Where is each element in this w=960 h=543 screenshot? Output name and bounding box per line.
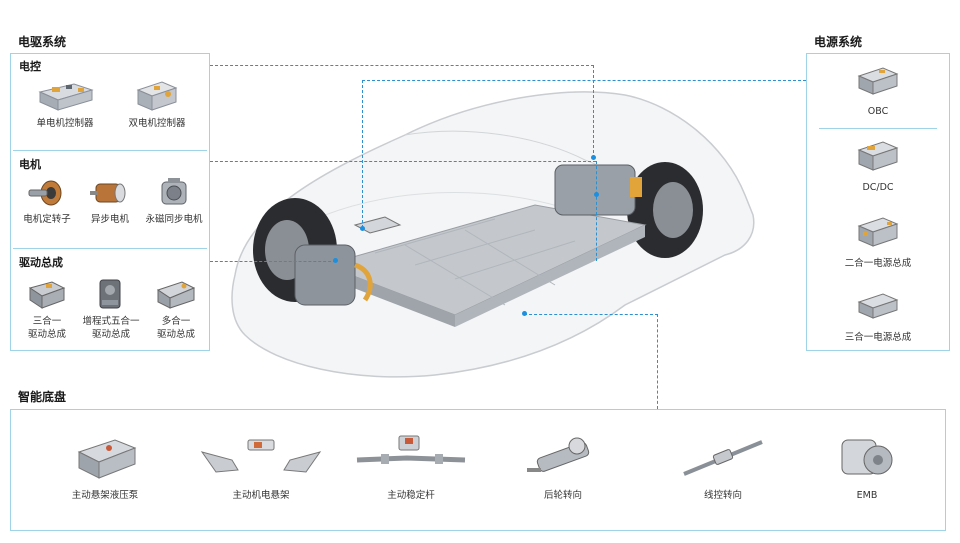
connector-dot	[360, 226, 365, 231]
divider	[13, 150, 207, 151]
connector-line	[524, 314, 658, 315]
chassis-item-label: EMB	[856, 490, 878, 501]
power-item-two-in-one[interactable]: 二合一电源总成	[809, 210, 947, 270]
obc-icon	[857, 67, 899, 95]
motor-item-label: 异步电机	[90, 214, 129, 225]
power-item-obc[interactable]: OBC	[809, 62, 947, 118]
dual-motor-controller-icon	[136, 81, 178, 111]
controller-item-label: 单电机控制器	[36, 118, 94, 129]
power-supply-title: 电源系统	[814, 35, 863, 49]
chassis-title: 智能底盘	[18, 390, 67, 404]
connector-line	[593, 65, 594, 158]
motor-stator-rotor-icon	[28, 180, 62, 206]
two-in-one-power-icon	[857, 217, 899, 247]
divider	[13, 248, 207, 249]
rear-drive-unit	[554, 164, 636, 216]
connector-dot	[333, 258, 338, 263]
chassis-item-pump[interactable]: 主动悬架液压泵	[45, 430, 165, 502]
connector-line	[210, 65, 594, 66]
motor-item-pm[interactable]: 永磁同步电机	[139, 176, 209, 226]
connector-line	[362, 80, 806, 81]
front-drive-unit	[294, 244, 356, 306]
chassis-panel: 主动悬架液压泵 主动机电悬架 主动稳定杆 后轮转向 线控转	[10, 409, 946, 531]
controller-item-single[interactable]: 单电机控制器	[23, 78, 107, 130]
range-extender-five-in-one-icon	[99, 279, 121, 309]
assembly-item-multi[interactable]: 多合一 驱动总成	[143, 276, 209, 341]
chassis-item-stabilizer[interactable]: 主动稳定杆	[341, 430, 481, 502]
connector-dot	[522, 311, 527, 316]
assembly-item-line2: 驱动总成	[27, 329, 66, 340]
dcdc-icon	[857, 141, 899, 171]
power-item-label: 三合一电源总成	[844, 332, 912, 343]
assembly-item-five[interactable]: 增程式五合一 驱动总成	[75, 276, 147, 341]
connector-line	[596, 161, 597, 261]
electric-drive-panel: 电控 单电机控制器 双电机控制器 电机 电机定转子	[10, 53, 210, 351]
chassis-item-electromech[interactable]: 主动机电悬架	[191, 430, 331, 502]
motor-item-label: 电机定转子	[23, 214, 71, 225]
power-item-three-in-one[interactable]: 三合一电源总成	[809, 284, 947, 344]
assembly-title: 驱动总成	[19, 256, 63, 269]
controller-item-label: 双电机控制器	[128, 118, 186, 129]
chassis-item-label: 主动悬架液压泵	[71, 490, 139, 501]
chassis-item-rear-steering[interactable]: 后轮转向	[503, 430, 623, 502]
connector-line	[362, 80, 363, 228]
power-supply-panel: OBC DC/DC 二合一电源总成 三合一电源总成	[806, 53, 950, 351]
connector-line	[210, 261, 336, 262]
three-in-one-drive-icon	[28, 281, 66, 309]
chassis-item-steer-by-wire[interactable]: 线控转向	[663, 430, 783, 502]
chassis-item-label: 线控转向	[703, 490, 742, 501]
stabilizer-bar-icon	[356, 435, 466, 464]
power-item-label: 二合一电源总成	[844, 258, 912, 269]
suspension-pump-icon	[77, 439, 137, 479]
steer-by-wire-icon	[683, 440, 763, 476]
chassis-item-label: 主动稳定杆	[387, 490, 435, 501]
chassis-item-label: 后轮转向	[543, 490, 582, 501]
divider	[819, 128, 937, 129]
emb-icon	[841, 439, 893, 475]
connector-dot	[594, 192, 599, 197]
electric-drive-title: 电驱系统	[18, 35, 67, 49]
chassis-item-emb[interactable]: EMB	[817, 430, 917, 502]
assembly-item-three[interactable]: 三合一 驱动总成	[17, 276, 77, 341]
assembly-item-line1: 增程式五合一	[82, 316, 140, 327]
motor-item-async[interactable]: 异步电机	[79, 176, 141, 226]
power-item-label: OBC	[867, 106, 889, 117]
connector-line	[210, 161, 596, 162]
assembly-item-line1: 多合一	[161, 316, 191, 327]
vehicle-platform-illustration	[231, 91, 755, 378]
controller-item-dual[interactable]: 双电机控制器	[115, 78, 199, 130]
pm-sync-motor-icon	[161, 178, 187, 205]
connector-dot	[591, 155, 596, 160]
assembly-item-line2: 驱动总成	[156, 329, 195, 340]
assembly-item-line1: 三合一	[32, 316, 62, 327]
three-in-one-power-icon	[857, 293, 899, 319]
rear-steering-icon	[527, 437, 590, 472]
motor-item-stator[interactable]: 电机定转子	[15, 176, 79, 226]
single-motor-controller-icon	[38, 83, 94, 111]
async-motor-icon	[90, 183, 126, 203]
power-item-label: DC/DC	[862, 182, 894, 193]
multi-in-one-drive-icon	[156, 281, 196, 309]
motor-item-label: 永磁同步电机	[145, 214, 203, 225]
connector-line	[657, 314, 658, 409]
controller-title: 电控	[19, 60, 41, 73]
assembly-item-line2: 驱动总成	[91, 329, 130, 340]
power-item-dcdc[interactable]: DC/DC	[809, 134, 947, 194]
chassis-item-label: 主动机电悬架	[232, 490, 290, 501]
electromech-suspension-icon	[200, 439, 322, 473]
motor-title: 电机	[19, 158, 41, 171]
